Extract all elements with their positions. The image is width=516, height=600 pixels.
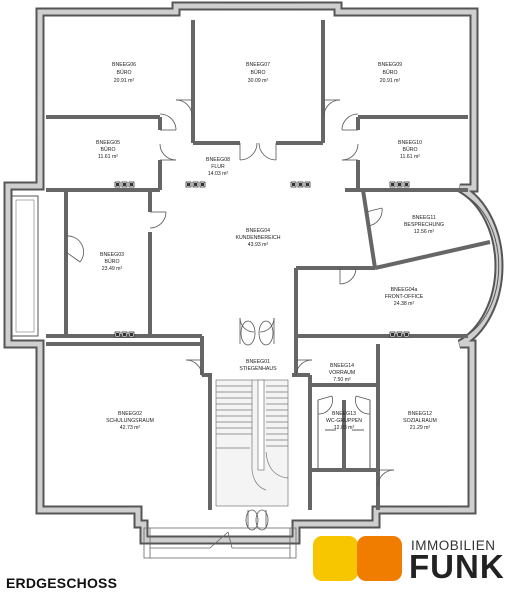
room-id: BNEEG06 <box>112 62 136 68</box>
room-area: 30.09 m² <box>248 78 269 84</box>
room-id: BNEEG05 <box>96 140 120 146</box>
room-area: 24.38 m² <box>394 301 415 307</box>
entry-steps <box>143 527 297 559</box>
radiator-fill <box>116 183 408 336</box>
room-bneeg02: BNEEG02 SCHULUNGSRAUM 42.73 m² <box>106 411 154 431</box>
room-area: 14.03 m² <box>208 171 229 177</box>
room-labels: BNEEG06 BÜRO 20.91 m² BNEEG07 BÜRO 30.09… <box>96 62 444 431</box>
room-area: 12.56 m² <box>414 229 435 235</box>
room-id: BNEEG14 <box>330 363 354 369</box>
company-logo: IMMOBILIEN FUNK <box>313 536 511 585</box>
windows <box>35 1 479 515</box>
room-area: 43.93 m² <box>248 242 269 248</box>
staircase <box>215 379 289 507</box>
room-name: BÜRO <box>383 69 398 76</box>
room-id: BNEEG13 <box>332 411 356 417</box>
room-id: BNEEG02 <box>118 411 142 417</box>
room-name: BESPRECHUNG <box>404 222 444 228</box>
wc-partitions <box>317 400 371 468</box>
room-bneeg10: BNEEG10 BÜRO 11.61 m² <box>398 140 422 160</box>
room-name: WC-GRUPPEN <box>326 418 362 424</box>
room-bneeg06: BNEEG06 BÜRO 20.91 m² <box>112 62 136 84</box>
room-area: 20.91 m² <box>380 78 401 84</box>
logo-square-orange <box>357 536 402 581</box>
room-id: BNEEG04 <box>246 228 270 234</box>
room-name: SCHULUNGSRAUM <box>106 418 154 424</box>
room-name: SOZIALRAUM <box>403 418 437 424</box>
room-id: BNEEG07 <box>246 62 270 68</box>
room-id: BNEEG08 <box>206 157 230 163</box>
room-area: 12.03 m² <box>334 425 355 431</box>
room-name: BÜRO <box>117 69 132 76</box>
room-id: BNEEG04a <box>391 287 418 293</box>
room-name: KUNDENBEREICH <box>236 235 281 241</box>
bay-window <box>461 193 500 339</box>
room-bneeg05: BNEEG05 BÜRO 11.61 m² <box>96 140 120 160</box>
room-bneeg09: BNEEG09 BÜRO 20.91 m² <box>378 62 402 84</box>
room-area: 20.91 m² <box>114 78 135 84</box>
room-name: FLUR <box>211 164 225 170</box>
interior-walls <box>46 20 491 510</box>
logo-square-yellow <box>313 536 358 581</box>
doors <box>65 99 395 531</box>
room-id: BNEEG12 <box>408 411 432 417</box>
room-bneeg08: BNEEG08 FLUR 14.03 m² <box>206 157 230 177</box>
room-area: 11.61 m² <box>400 154 420 160</box>
room-name: FRONT-OFFICE <box>385 294 424 300</box>
room-id: BNEEG11 <box>412 215 436 221</box>
room-id: BNEEG01 <box>246 359 270 365</box>
room-bneeg04: BNEEG04 KUNDENBEREICH 43.93 m² <box>236 228 281 248</box>
room-area: 21.29 m² <box>410 425 431 431</box>
room-name: BÜRO <box>105 258 120 265</box>
room-area: 42.73 m² <box>120 425 141 431</box>
room-area: 11.61 m² <box>98 154 118 160</box>
room-bneeg13: BNEEG13 WC-GRUPPEN 12.03 m² <box>326 411 362 431</box>
room-name: VORRAUM <box>329 370 356 376</box>
room-bneeg03: BNEEG03 BÜRO 23.49 m² <box>100 252 124 272</box>
room-name: BÜRO <box>403 146 418 153</box>
room-bneeg11: BNEEG11 BESPRECHUNG 12.56 m² <box>404 215 444 235</box>
room-id: BNEEG09 <box>378 62 402 68</box>
room-area: 23.49 m² <box>102 266 123 272</box>
room-bneeg01: BNEEG01 STIEGENHAUS <box>239 359 277 372</box>
room-name: BÜRO <box>251 69 266 76</box>
room-bneeg12: BNEEG12 SOZIALRAUM 21.29 m² <box>403 411 437 431</box>
room-bneeg04a: BNEEG04a FRONT-OFFICE 24.38 m² <box>385 287 424 307</box>
room-area: 7.50 m² <box>333 377 351 383</box>
floor-title: ERDGESCHOSS <box>6 575 118 591</box>
room-id: BNEEG10 <box>398 140 422 146</box>
room-id: BNEEG03 <box>100 252 124 258</box>
logo-main-text: FUNK <box>409 548 505 585</box>
room-bneeg14: BNEEG14 VORRAUM 7.50 m² <box>329 363 356 383</box>
balcony <box>11 195 39 337</box>
room-bneeg07: BNEEG07 BÜRO 30.09 m² <box>246 62 270 84</box>
room-name: STIEGENHAUS <box>239 366 277 372</box>
room-name: BÜRO <box>101 146 116 153</box>
logo-top-text: IMMOBILIEN <box>411 538 496 553</box>
